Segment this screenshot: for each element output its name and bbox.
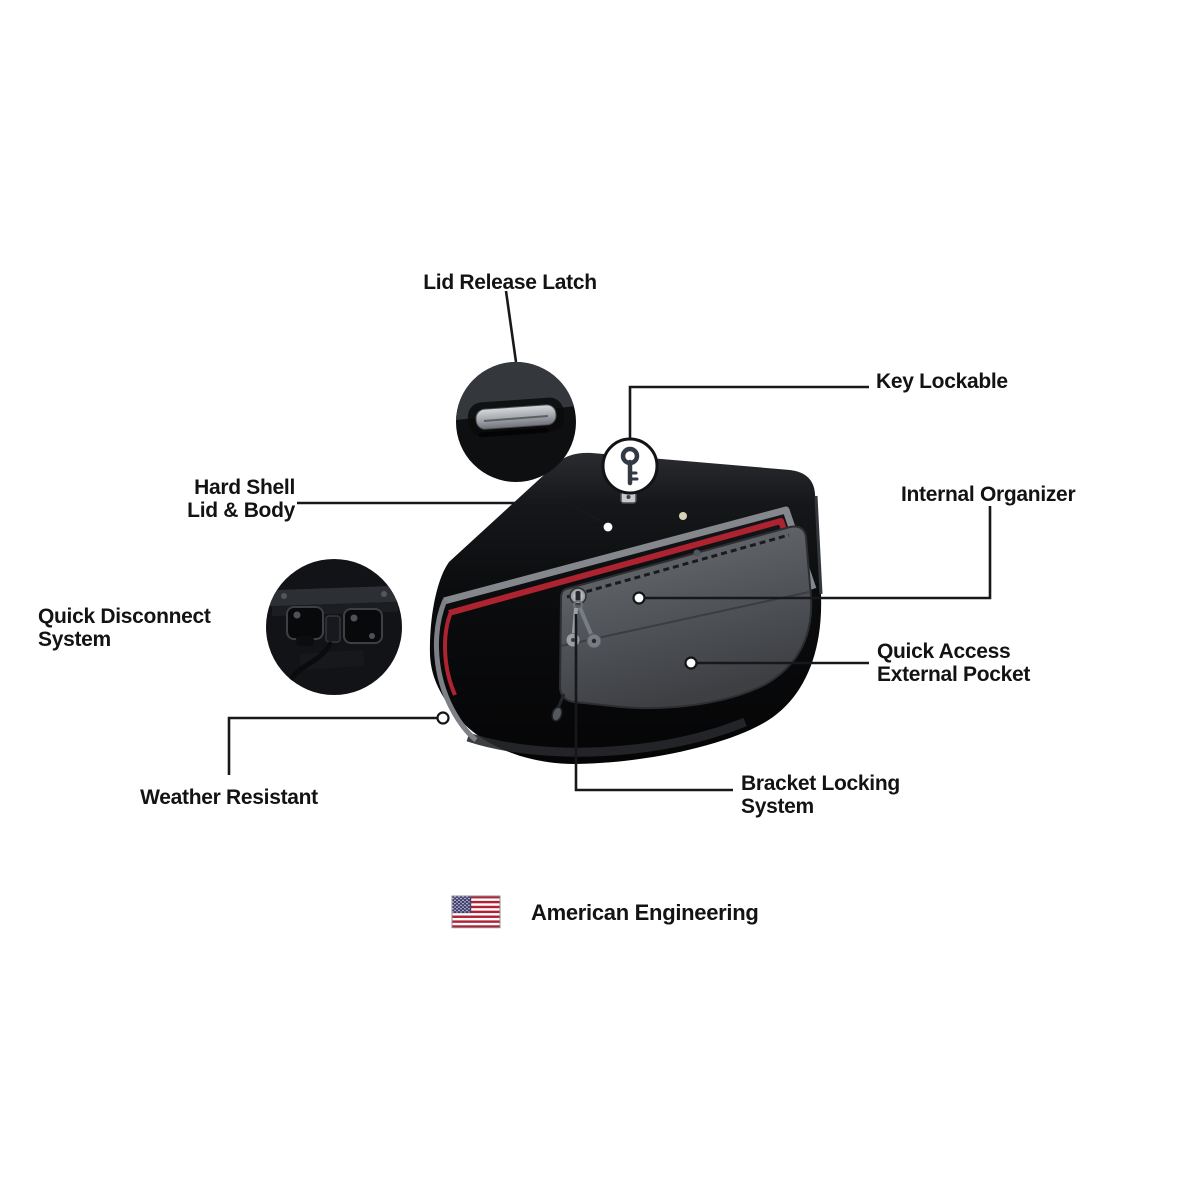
callout-line-internal-organizer xyxy=(644,506,992,600)
lid-latch-icon xyxy=(475,404,557,430)
label-hard-shell: Hard Shell Lid & Body xyxy=(110,476,295,522)
callout-dot-quick-access xyxy=(684,656,698,670)
lid-release-latch-inset xyxy=(456,362,576,482)
weather-resistant-text: Weather Resistant xyxy=(140,786,318,809)
callout-dot-internal-organizer xyxy=(632,591,646,605)
bag-bottom-rail xyxy=(466,717,747,757)
key-lockable-inset xyxy=(601,437,659,504)
internal-organizer-text: Internal Organizer xyxy=(901,483,1076,506)
quick-disconnect-hardware-icon xyxy=(269,585,401,695)
key-icon xyxy=(620,446,640,486)
lid-rivet-dark xyxy=(693,549,701,557)
label-quick-access: Quick Access External Pocket xyxy=(877,640,1030,686)
label-american-engineering: American Engineering xyxy=(531,901,759,924)
callout-line-hard-shell xyxy=(297,501,605,525)
key-lockable-text: Key Lockable xyxy=(876,370,1008,393)
pocket-zipper xyxy=(566,533,790,599)
quick-disconnect-inset xyxy=(266,559,402,695)
lid-rivet-light xyxy=(679,512,687,520)
quick-disconnect-line1: Quick Disconnect xyxy=(38,605,211,628)
callout-line-lid-release-latch xyxy=(504,290,518,363)
bag-right-edge xyxy=(814,495,823,595)
pocket-seam xyxy=(560,591,810,647)
piping-gray-corner xyxy=(433,599,478,742)
label-key-lockable: Key Lockable xyxy=(876,370,1008,393)
hard-shell-line2: Lid & Body xyxy=(187,499,295,522)
label-quick-disconnect: Quick Disconnect System xyxy=(38,605,211,651)
callout-dot-weather-resistant xyxy=(436,711,450,725)
quick-access-line1: Quick Access xyxy=(877,640,1011,663)
label-weather-resistant: Weather Resistant xyxy=(118,786,340,809)
american-engineering-text: American Engineering xyxy=(531,900,759,925)
bracket-locking-line1: Bracket Locking xyxy=(741,772,900,795)
callout-dot-hard-shell xyxy=(601,520,615,534)
quick-access-line2: External Pocket xyxy=(877,663,1031,686)
lid-release-latch-text: Lid Release Latch xyxy=(423,271,597,294)
quick-disconnect-line2: System xyxy=(38,628,111,651)
callout-line-bracket-locking xyxy=(574,614,733,792)
label-bracket-locking: Bracket Locking System xyxy=(741,772,900,818)
label-internal-organizer: Internal Organizer xyxy=(901,483,1076,506)
us-flag-icon xyxy=(451,895,501,929)
hard-shell-line1: Hard Shell xyxy=(194,476,295,499)
label-lid-release-latch: Lid Release Latch xyxy=(419,271,601,294)
accent-red-corner xyxy=(443,611,457,696)
callout-lines xyxy=(227,290,992,792)
bracket-locking-line2: System xyxy=(741,795,814,818)
callout-dots xyxy=(436,520,698,725)
callout-line-weather-resistant xyxy=(227,716,437,775)
zipper-pull-icon xyxy=(551,693,566,722)
callout-line-key-lockable xyxy=(628,385,869,440)
